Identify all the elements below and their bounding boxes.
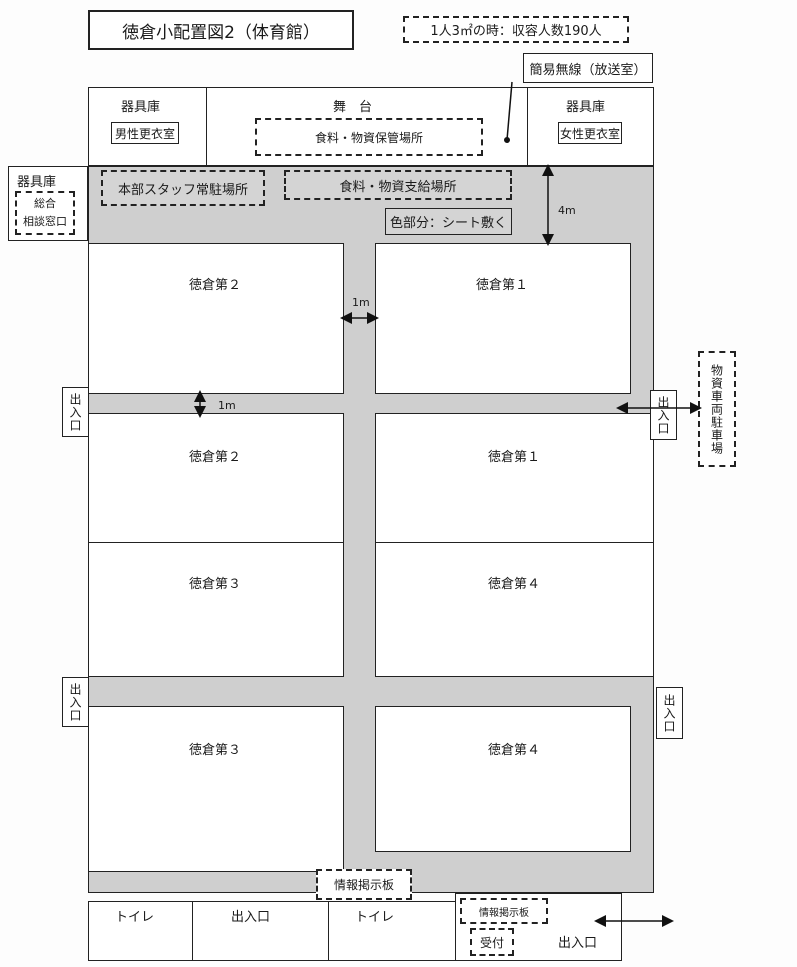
info-board: 情報掲示板	[316, 869, 412, 900]
food-storage-area: 食料・物資保管場所	[255, 118, 483, 156]
reception-room: 情報掲示板 受付 出入口	[455, 893, 622, 961]
page-title: 徳倉小配置図2（体育館）	[88, 10, 354, 50]
sheet-note: 色部分：シート敷く	[385, 208, 512, 235]
info-board-small: 情報掲示板	[460, 898, 548, 924]
block-tokura-1-upper: 徳倉第１	[375, 243, 631, 394]
mens-changing-room: 男性更衣室	[111, 122, 179, 144]
entrance-right-lower[interactable]: 出入口	[656, 687, 683, 739]
side-storage-room: 器具庫 総合 相談窓口	[8, 166, 88, 241]
consultation-desk: 総合 相談窓口	[15, 191, 75, 235]
dimension-1m-vertical-aisle: 1m	[352, 296, 370, 309]
block-tokura-3-lower: 徳倉第３	[88, 706, 344, 872]
entrance-bottom-middle[interactable]: 出入口	[192, 901, 329, 961]
capacity-note: 1人3㎡の時：収容人数190人	[403, 16, 629, 43]
storage-room-left: 器具庫 男性更衣室	[88, 87, 207, 166]
food-supply-area: 食料・物資支給場所	[284, 170, 512, 200]
dimension-1m-horizontal-aisle: 1m	[218, 399, 236, 412]
radio-pointer-dot	[504, 137, 510, 143]
block-tokura-3-upper: 徳倉第３	[88, 542, 344, 677]
radio-pointer-line	[506, 81, 513, 141]
toilet-right: トイレ	[328, 901, 456, 961]
staff-station: 本部スタッフ常駐場所	[101, 170, 265, 206]
womens-changing-room: 女性更衣室	[558, 122, 622, 144]
stage: 舞 台 食料・物資保管場所	[206, 87, 528, 166]
reception-desk: 受付	[470, 928, 514, 956]
entrance-left-lower[interactable]: 出入口	[62, 677, 89, 727]
block-tokura-2-lower: 徳倉第２	[88, 413, 344, 543]
radio-room-label: 簡易無線（放送室）	[523, 53, 653, 83]
title-text: 徳倉小配置図2（体育館）	[122, 22, 320, 43]
dimension-4m: 4m	[558, 204, 576, 217]
storage-room-right: 器具庫 女性更衣室	[527, 87, 654, 166]
block-tokura-4-lower: 徳倉第４	[375, 706, 631, 852]
entrance-left-upper[interactable]: 出入口	[62, 387, 89, 437]
toilet-left: トイレ	[88, 901, 193, 961]
block-tokura-2-upper: 徳倉第２	[88, 243, 344, 394]
block-tokura-4-upper: 徳倉第４	[375, 542, 654, 677]
